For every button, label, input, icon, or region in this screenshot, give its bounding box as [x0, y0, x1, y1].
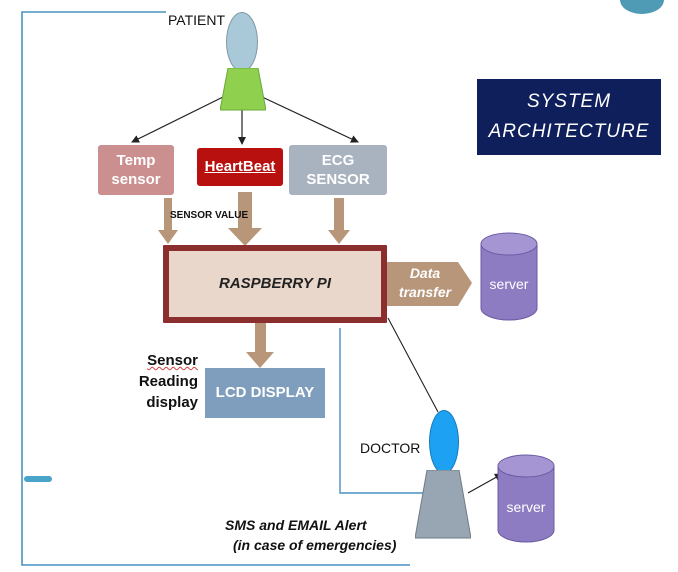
raspberry-to-doctor-line	[387, 317, 439, 413]
temp-line-1: Temp	[116, 152, 156, 169]
doctor-to-server-arrow	[467, 473, 503, 494]
data-transfer-line-1: Data	[409, 265, 441, 281]
alert-label: SMS and EMAIL Alert (in case of emergenc…	[215, 515, 415, 555]
doctor-head	[429, 410, 459, 474]
sensor-reading-label: Sensor Reading display	[112, 350, 198, 413]
data-transfer-line-2: transfer	[398, 284, 452, 300]
patient-to-ecg-arrow	[259, 95, 359, 143]
ecg-sensor-box: ECG SENSOR	[289, 145, 387, 195]
temp-down-arrow	[158, 198, 178, 244]
frame-line	[21, 11, 410, 566]
patient-body	[220, 68, 266, 111]
ecg-down-arrow	[328, 198, 350, 244]
ecg-line-2: SENSOR	[306, 171, 370, 188]
server-bottom-label: server	[506, 499, 546, 515]
patient-head	[226, 12, 258, 72]
sensor-value-label: SENSOR VALUE	[170, 210, 249, 221]
raspberry-pi-inner: RASPBERRY PI	[169, 251, 381, 317]
corner-decoration	[620, 0, 664, 14]
heartbeat-label: HeartBeat	[204, 158, 276, 175]
alert-line-1: SMS and EMAIL Alert	[225, 517, 367, 533]
server-top-label: server	[489, 276, 529, 292]
sensor-reading-line-3: display	[146, 394, 198, 411]
data-transfer-arrow	[383, 262, 472, 306]
raspberry-pi-label: RASPBERRY PI	[219, 275, 331, 292]
sensor-reading-line-2: Reading	[138, 373, 198, 390]
ecg-line-1: ECG	[321, 152, 355, 169]
lcd-display-box: LCD DISPLAY	[205, 368, 325, 418]
title-line-1: SYSTEM	[526, 91, 612, 112]
lcd-down-arrow	[246, 318, 274, 368]
alert-line-2: (in case of emergencies)	[233, 537, 397, 553]
title-box: SYSTEM ARCHITECTURE	[477, 79, 661, 155]
server-top-cylinder	[480, 232, 538, 321]
data-transfer-label: Data transfer	[390, 264, 460, 302]
patient-to-temp-arrow	[131, 95, 226, 143]
frame-line-inner	[339, 328, 430, 494]
heartbeat-box: HeartBeat	[197, 148, 283, 186]
raspberry-pi-box: RASPBERRY PI	[163, 245, 387, 323]
temp-sensor-box: Temp sensor	[98, 145, 174, 195]
title-line-2: ARCHITECTURE	[488, 121, 650, 142]
left-accent-mark	[24, 476, 52, 482]
doctor-body	[415, 470, 471, 539]
heartbeat-down-arrow	[228, 192, 262, 246]
doctor-label: DOCTOR	[360, 440, 421, 456]
lcd-display-label: LCD DISPLAY	[215, 384, 315, 401]
temp-line-2: sensor	[111, 171, 161, 188]
sensor-reading-line-1: Sensor	[147, 352, 198, 369]
patient-label: PATIENT	[168, 12, 226, 28]
server-bottom-cylinder	[497, 454, 555, 543]
